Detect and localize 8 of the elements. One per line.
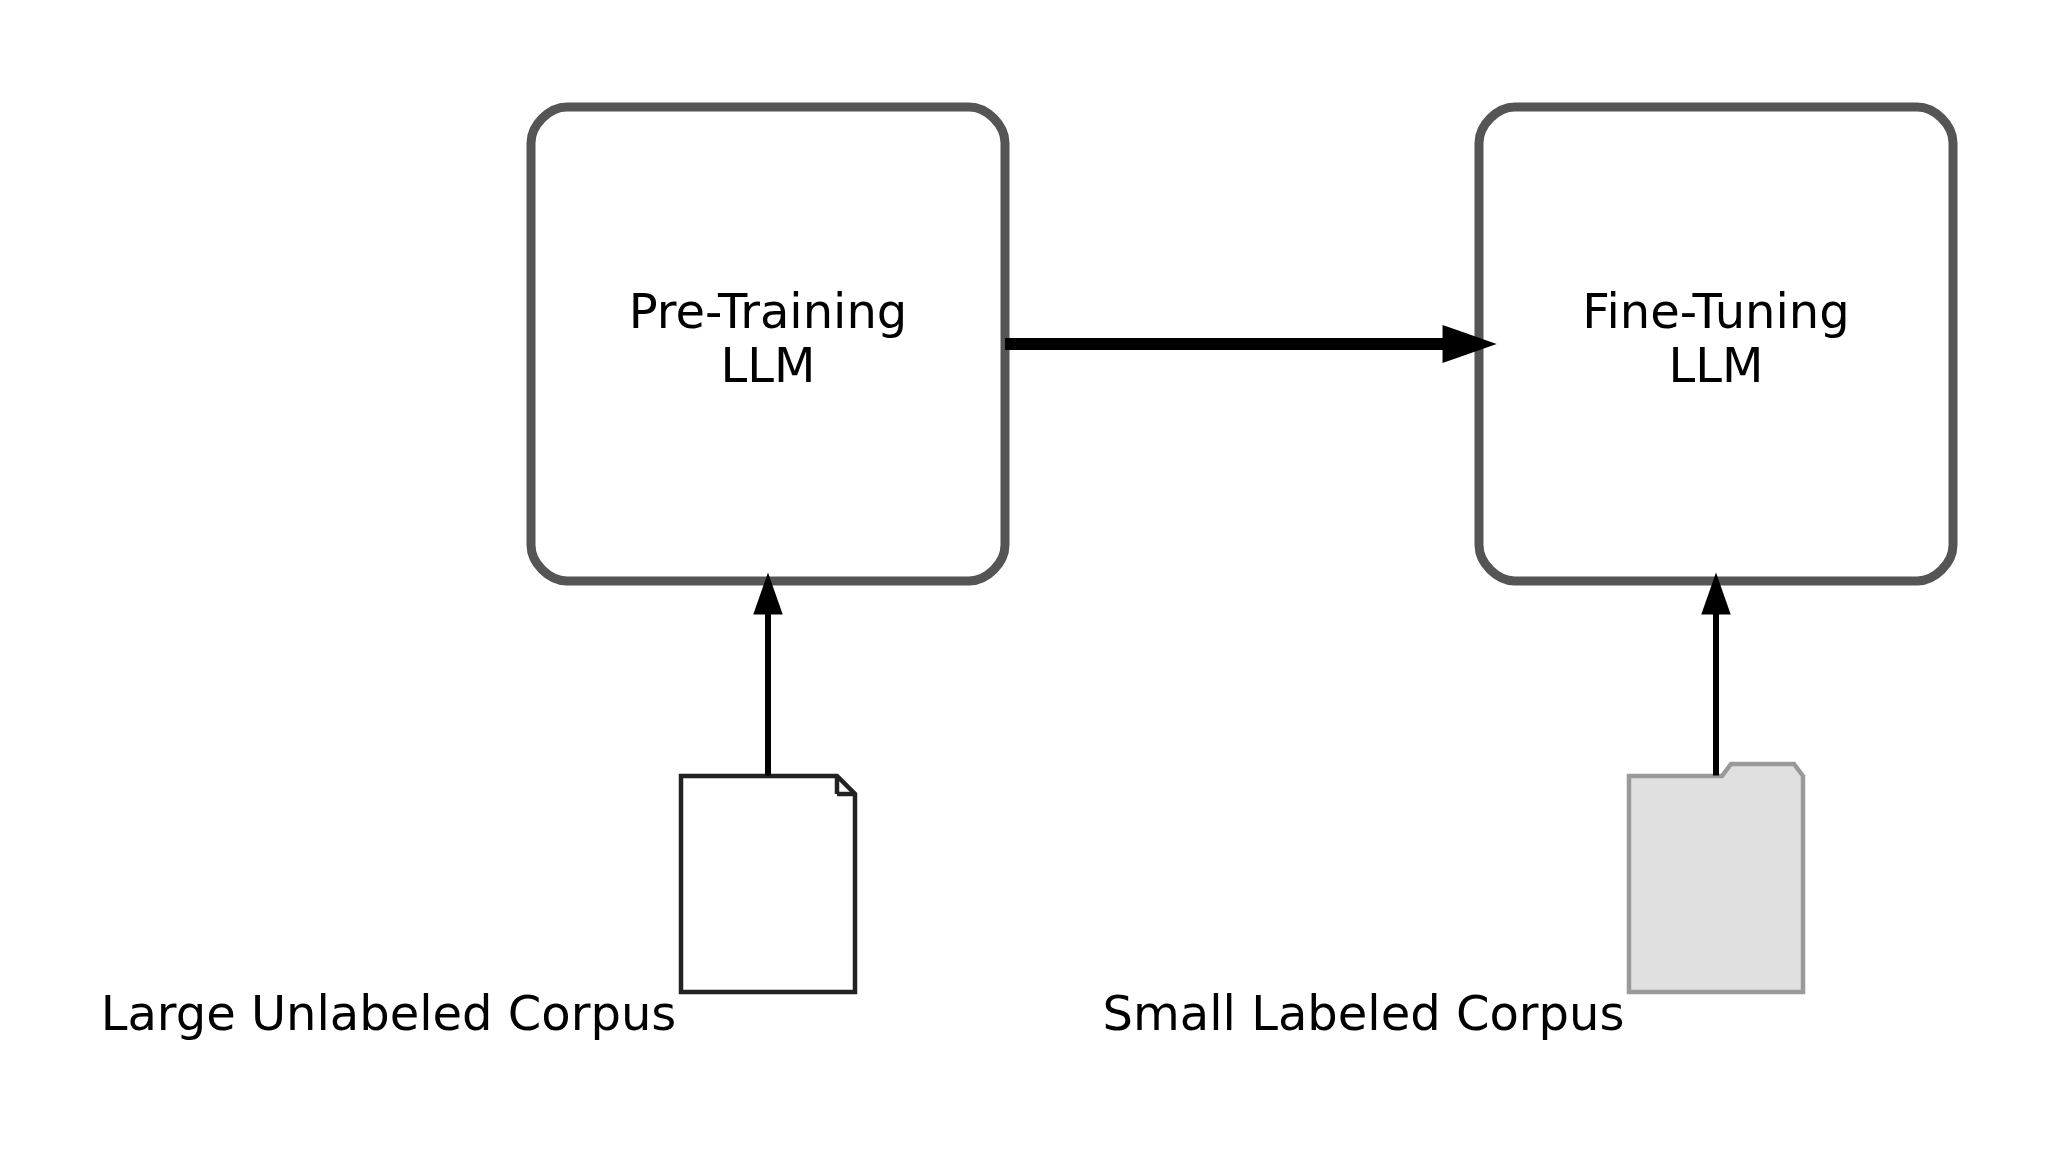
- arrow: [752, 571, 783, 775]
- node-label: Large Unlabeled Corpus: [100, 984, 676, 1041]
- node-box: Pre-Training LLM: [526, 102, 1009, 585]
- node-box: Fine-Tuning LLM: [1474, 102, 1957, 585]
- arrow: [1700, 571, 1731, 775]
- node-label: Small Labeled Corpus: [1102, 984, 1624, 1041]
- arrow: [1004, 324, 1497, 363]
- node-clipboard: [1626, 761, 1805, 994]
